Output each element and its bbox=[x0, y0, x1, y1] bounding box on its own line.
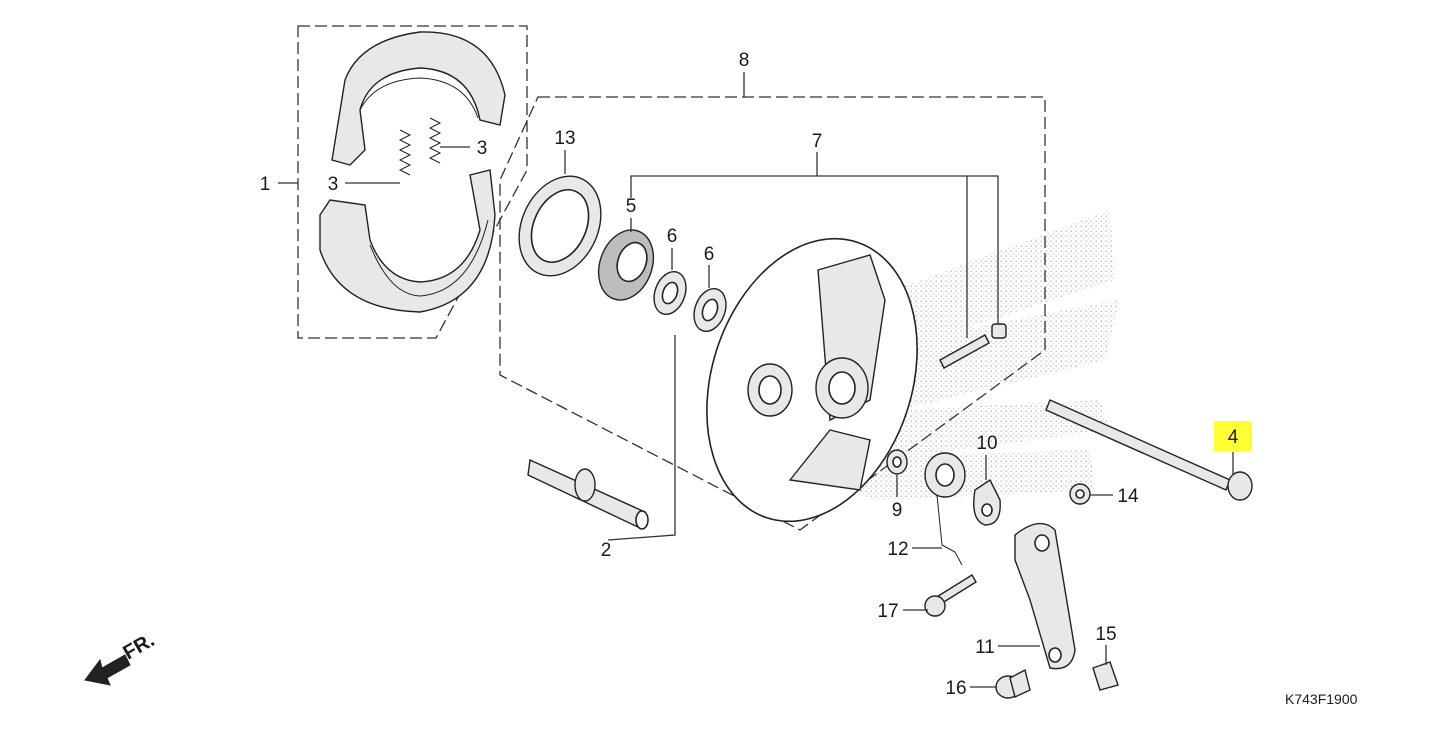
brake-camshaft bbox=[527, 335, 676, 541]
group-7-bracket bbox=[630, 152, 999, 338]
callout-label: 16 bbox=[945, 678, 966, 699]
brake-shoe-upper bbox=[331, 31, 506, 166]
brake-panel bbox=[706, 237, 918, 523]
callout-label: 1 bbox=[260, 174, 271, 195]
arrow-icon bbox=[84, 654, 131, 686]
callout-label: 10 bbox=[976, 433, 997, 454]
callout-label: 14 bbox=[1117, 486, 1139, 507]
axle-bolt bbox=[1045, 399, 1253, 501]
callout-label: 3 bbox=[328, 174, 339, 195]
callout-label: 4 bbox=[1228, 427, 1239, 448]
callout-4-highlight bbox=[1214, 421, 1252, 452]
callout-label: 9 bbox=[892, 500, 903, 521]
callout-label: 17 bbox=[877, 601, 898, 622]
callout-label: 13 bbox=[554, 128, 575, 149]
callout-label: 2 bbox=[601, 540, 612, 561]
return-spring-12 bbox=[924, 452, 966, 566]
group-8-bracket bbox=[499, 72, 1046, 531]
callout-label: 6 bbox=[667, 226, 678, 247]
callout-label: 15 bbox=[1095, 624, 1116, 645]
joint-pin-15 bbox=[1092, 661, 1119, 691]
washer-a bbox=[653, 248, 687, 316]
nut-16 bbox=[995, 668, 1031, 699]
oil-seal bbox=[518, 150, 602, 277]
callout-label: 7 bbox=[812, 131, 823, 152]
brake-shoe-lower bbox=[319, 169, 496, 313]
callout-label: 8 bbox=[739, 50, 750, 71]
worm-gear bbox=[597, 218, 655, 301]
front-direction-indicator: FR. bbox=[84, 629, 158, 686]
washer-b bbox=[693, 265, 727, 333]
indicator-plate-10 bbox=[973, 478, 1001, 526]
adjuster-bolt bbox=[939, 323, 1007, 369]
shoe-springs bbox=[345, 117, 470, 184]
drawing-code: K743F1900 bbox=[1285, 691, 1358, 707]
callout-label: 11 bbox=[975, 637, 995, 658]
callout-label: 5 bbox=[626, 196, 637, 217]
washer-9 bbox=[886, 449, 908, 475]
right-leaders bbox=[896, 446, 1234, 688]
callout-label: 12 bbox=[887, 539, 908, 560]
brake-arm-11 bbox=[1014, 522, 1076, 670]
nut-14 bbox=[1069, 483, 1091, 505]
bolt-17 bbox=[924, 574, 977, 617]
callout-labels: 1 2 3 3 4 5 6 6 7 8 9 10 11 12 13 14 15 … bbox=[260, 50, 1239, 699]
callout-label: 6 bbox=[704, 244, 715, 265]
callout-label: 3 bbox=[477, 138, 488, 159]
